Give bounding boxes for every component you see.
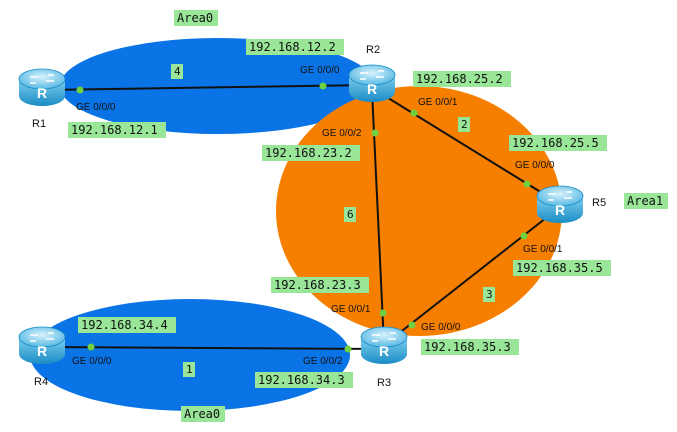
port-dot-r3-ge000 (408, 321, 416, 329)
ip-label-r3-23: 192.168.23.3 (274, 278, 361, 292)
area0-bottom-region (30, 299, 350, 411)
area1-label: Area1 (627, 194, 663, 208)
cost-label-r2-r3: 6 (347, 208, 354, 221)
ip-label-r1-12: 192.168.12.1 (71, 123, 158, 137)
port-label-r1-ge000: GE 0/0/0 (76, 102, 116, 113)
ip-label-r2-12: 192.168.12.2 (249, 40, 336, 54)
router-r5-icon: R (536, 185, 584, 223)
port-dot-r4-ge000 (87, 343, 95, 351)
port-label-r5-ge000: GE 0/0/0 (515, 160, 555, 171)
ip-label-r3-34: 192.168.34.3 (258, 373, 345, 387)
ip-label-r2-25: 192.168.25.2 (416, 72, 503, 86)
port-dot-r3-ge002 (344, 345, 352, 353)
svg-text:R: R (37, 343, 47, 359)
area0-top-region (60, 38, 376, 134)
area0-bottom-label: Area0 (184, 407, 220, 421)
link-r3-r4 (41, 346, 385, 350)
port-label-r3-ge001: GE 0/0/1 (331, 304, 371, 315)
port-label-r5-ge001: GE 0/0/1 (523, 244, 563, 255)
port-dot-r2-ge002 (371, 129, 379, 137)
ip-label-r5-35: 192.168.35.5 (516, 261, 603, 275)
area0-top-label: Area0 (177, 11, 213, 25)
router-r5-name: R5 (592, 197, 606, 209)
cost-label-r1-r2: 4 (174, 65, 181, 78)
port-label-r2-ge000: GE 0/0/0 (300, 65, 340, 76)
ip-label-r3-35: 192.168.35.3 (424, 340, 511, 354)
cost-label-r3-r4: 1 (186, 363, 193, 376)
router-r4-icon: R (18, 326, 66, 364)
port-label-r3-ge002: GE 0/0/2 (303, 356, 343, 367)
router-r1-name: R1 (32, 118, 46, 130)
svg-text:R: R (379, 343, 389, 359)
cost-label-r2-r5: 2 (461, 118, 468, 131)
router-r3-name: R3 (377, 377, 391, 389)
port-label-r4-ge000: GE 0/0/0 (72, 356, 112, 367)
cost-label-r3-r5: 3 (486, 288, 493, 301)
router-r4-name: R4 (34, 376, 48, 388)
ip-label-r4-34: 192.168.34.4 (81, 318, 168, 332)
svg-text:R: R (367, 81, 377, 97)
port-dot-r5-ge001 (520, 232, 528, 240)
router-r2-icon: R (348, 64, 396, 102)
port-dot-r2-ge001 (410, 109, 418, 117)
port-label-r2-ge001: GE 0/0/1 (418, 97, 458, 108)
port-dot-r1-ge000 (76, 86, 84, 94)
svg-text:R: R (37, 85, 47, 101)
port-dot-r2-ge000 (319, 82, 327, 90)
port-label-r3-ge000: GE 0/0/0 (421, 322, 461, 333)
router-r2-name: R2 (366, 44, 380, 56)
router-r3-icon: R (360, 326, 408, 364)
port-dot-r5-ge000 (523, 180, 531, 188)
area1-region (276, 86, 562, 336)
router-r1-icon: R (18, 68, 66, 106)
svg-text:R: R (555, 202, 565, 218)
port-dot-r3-ge001 (379, 309, 387, 317)
ip-label-r5-25: 192.168.25.5 (512, 136, 599, 150)
link-r1-r2 (41, 84, 373, 91)
ip-label-r2-23: 192.168.23.2 (265, 146, 352, 160)
port-label-r2-ge002: GE 0/0/2 (322, 128, 362, 139)
